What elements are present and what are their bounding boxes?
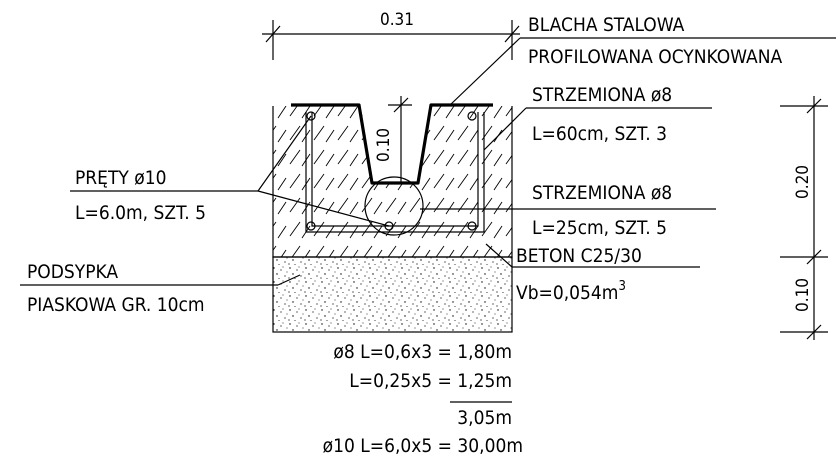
- rebars: [306, 111, 477, 231]
- dimension-notch-depth: 0.10: [374, 96, 412, 184]
- concrete-volume-exponent: 3: [618, 279, 625, 294]
- label-steel-sheet-profile: PROFILOWANA OCYNKOWANA: [528, 46, 782, 68]
- label-sand-spec: PIASKOWA GR. 10cm: [27, 294, 205, 316]
- label-stirrup-25-spec: L=25cm, SZT. 5: [532, 217, 667, 239]
- calc-subtotal: 3,05m: [457, 407, 512, 429]
- leader-lines: [20, 37, 836, 403]
- stirrups: [305, 112, 485, 233]
- label-concrete-volume: Vb=0,054m3: [516, 279, 626, 304]
- label-stirrup-60-spec: L=60cm, SZT. 3: [532, 123, 667, 145]
- dimension-concrete-height-value: 0.20: [793, 165, 813, 199]
- calc-row-phi8-stirrups-60: ø8 L=0,6x3 = 1,80m: [333, 341, 512, 363]
- steel-sheet-profile: [291, 103, 493, 185]
- dimension-top-width: 0.31: [262, 10, 520, 60]
- calc-row-phi10-bars: ø10 L=6,0x5 = 30,00m: [323, 435, 523, 457]
- label-stirrup-25: STRZEMIONA ø8: [532, 182, 672, 204]
- label-concrete: BETON C25/30: [516, 245, 642, 267]
- reinforcement-calculation: ø8 L=0,6x3 = 1,80m L=0,25x5 = 1,25m 3,05…: [323, 341, 523, 457]
- label-steel-sheet: BLACHA STALOWA: [528, 14, 685, 36]
- dimension-top-width-value: 0.31: [380, 10, 414, 30]
- label-bars: PRĘTY ø10: [75, 167, 166, 189]
- pipe: [364, 176, 424, 236]
- concrete-volume-value: Vb=0,054m: [516, 282, 618, 304]
- label-sand: PODSYPKA: [27, 261, 118, 283]
- label-stirrup-60: STRZEMIONA ø8: [532, 84, 672, 106]
- dimension-notch-depth-value: 0.10: [374, 128, 394, 162]
- dimension-right: 0.20 0.10: [780, 96, 828, 340]
- sand-bedding: [272, 256, 513, 333]
- label-bars-spec: L=6.0m, SZT. 5: [75, 202, 206, 224]
- dimension-sand-height-value: 0.10: [793, 278, 813, 312]
- calc-row-stirrups-25: L=0,25x5 = 1,25m: [349, 370, 512, 392]
